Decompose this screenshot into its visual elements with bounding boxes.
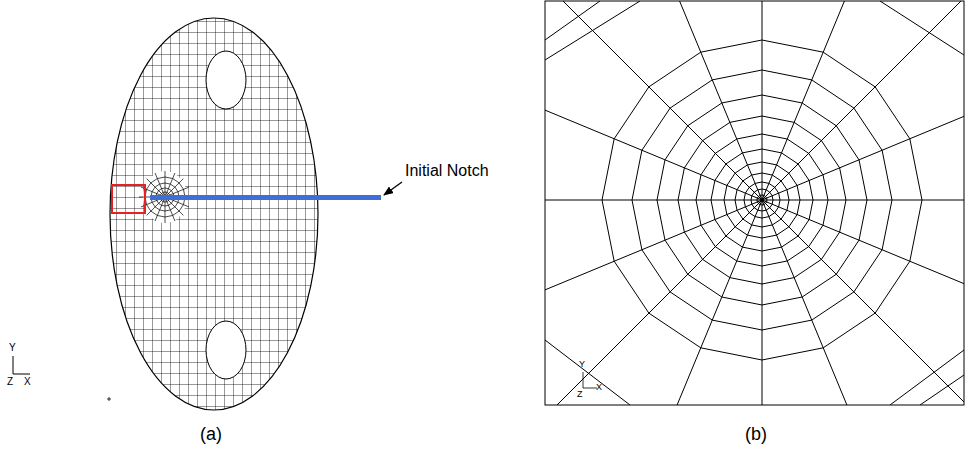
mesh-spoke: [545, 1, 762, 200]
mesh-spoke: [762, 1, 964, 200]
mesh-line: [890, 350, 964, 405]
mesh-spoke: [545, 200, 762, 405]
mesh-spoke: [762, 1, 763, 200]
axis-label: Z: [7, 376, 13, 387]
panel-label: (a): [200, 425, 222, 445]
mesh-line: [545, 1, 600, 40]
mesh-spoke: [147, 179, 165, 197]
mesh-spoke: [545, 200, 762, 405]
spider-web-mesh: [545, 1, 964, 405]
mesh-spoke: [165, 197, 166, 223]
disk-mesh: [110, 18, 318, 410]
axis-label: Z: [577, 390, 583, 400]
axis-label: Y: [9, 342, 16, 353]
mesh-spoke: [545, 200, 762, 405]
mesh-spoke: [762, 1, 964, 200]
axis-label: X: [24, 376, 31, 387]
axis-label: Y: [579, 360, 585, 370]
mesh-line: [545, 1, 640, 60]
mesh-spoke: [762, 200, 964, 405]
axis-triad: [13, 356, 30, 374]
zoom-box: [112, 185, 145, 213]
leader-arrow: [384, 182, 402, 195]
mesh-line: [920, 375, 964, 405]
mesh-spoke: [762, 200, 964, 405]
axis-triad: [583, 372, 597, 388]
callout-text: Initial Notch: [405, 162, 489, 180]
mesh-spoke: [165, 197, 175, 221]
mesh-line: [880, 1, 964, 55]
mesh-spoke: [545, 1, 762, 200]
mesh-spoke: [165, 171, 166, 197]
panel-label: (b): [745, 425, 767, 445]
axis-label: X: [596, 383, 602, 393]
origin-mark: [107, 397, 111, 401]
mesh-spoke: [155, 173, 165, 197]
mesh-spoke: [545, 1, 762, 200]
mesh-line: [545, 340, 630, 405]
mesh-spoke: [165, 179, 183, 197]
mesh-spoke: [545, 200, 762, 201]
initial-notch: [150, 195, 381, 200]
mesh-spoke: [762, 200, 763, 405]
mesh-spoke: [762, 200, 964, 201]
